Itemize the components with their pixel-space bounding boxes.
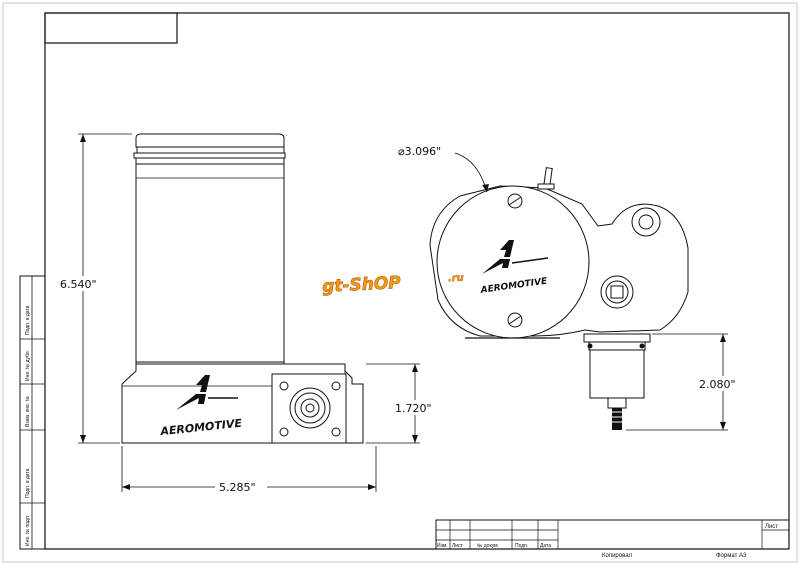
side-stamp: Подп. и дата Инв. № дубл. Взам. инв. № П… (19, 275, 46, 550)
watermark: gt-ShOP .ru (321, 272, 464, 297)
title-block: Изм. Лист № докум. Подп. Дата Лист Копир… (435, 519, 790, 559)
watermark-suffix: .ru (448, 273, 464, 285)
front-dimensions: 6.540" 1.720" 5.285" (58, 133, 440, 494)
outlet-body (589, 349, 645, 399)
side-stamp-label-2: Инв. № дубл. (25, 350, 31, 381)
format-label: Формат А3 (716, 553, 747, 559)
dim-base-width: 5.285" (219, 481, 256, 494)
side-stamp-label-5: Инв. № подл. (25, 515, 31, 546)
bolt-icon (331, 381, 341, 391)
outlet-nipple (612, 408, 622, 430)
dim-overall-height: 6.540" (60, 278, 97, 291)
title-sheet-label: Лист (765, 524, 778, 530)
side-stamp-label-1: Подп. и дата (25, 305, 31, 335)
watermark-text: gt-ShOP (322, 273, 402, 297)
top-left-stamp-box (44, 12, 178, 44)
dim-base-height: 1.720" (395, 402, 432, 415)
title-header-sheet: Лист (452, 543, 464, 549)
title-header-rev: Изм. (437, 543, 448, 549)
side-view: AEROMOTIVE (429, 167, 689, 430)
title-header-sign: Подп. (515, 543, 528, 549)
dim-diameter: ⌀3.096" (398, 145, 441, 158)
dim-outlet-height: 2.080" (699, 378, 736, 391)
side-stamp-label-3: Взам. инв. № (25, 396, 31, 427)
aeromotive-logo-icon (482, 240, 549, 274)
side-stamp-label-4: Подп. и дата (25, 468, 31, 498)
bolt-icon (331, 427, 341, 437)
bolt-icon (279, 427, 289, 437)
title-header-doc: № докум. (477, 543, 499, 549)
aeromotive-logo-icon (176, 375, 238, 410)
front-view: AEROMOTIVE (121, 133, 364, 444)
bolt-icon (279, 381, 289, 391)
filter-canister (135, 163, 285, 363)
side-dimensions: ⌀3.096" 2.080" (398, 145, 749, 431)
title-header-date: Дата (540, 543, 551, 549)
copied-label: Копировал (602, 553, 633, 559)
